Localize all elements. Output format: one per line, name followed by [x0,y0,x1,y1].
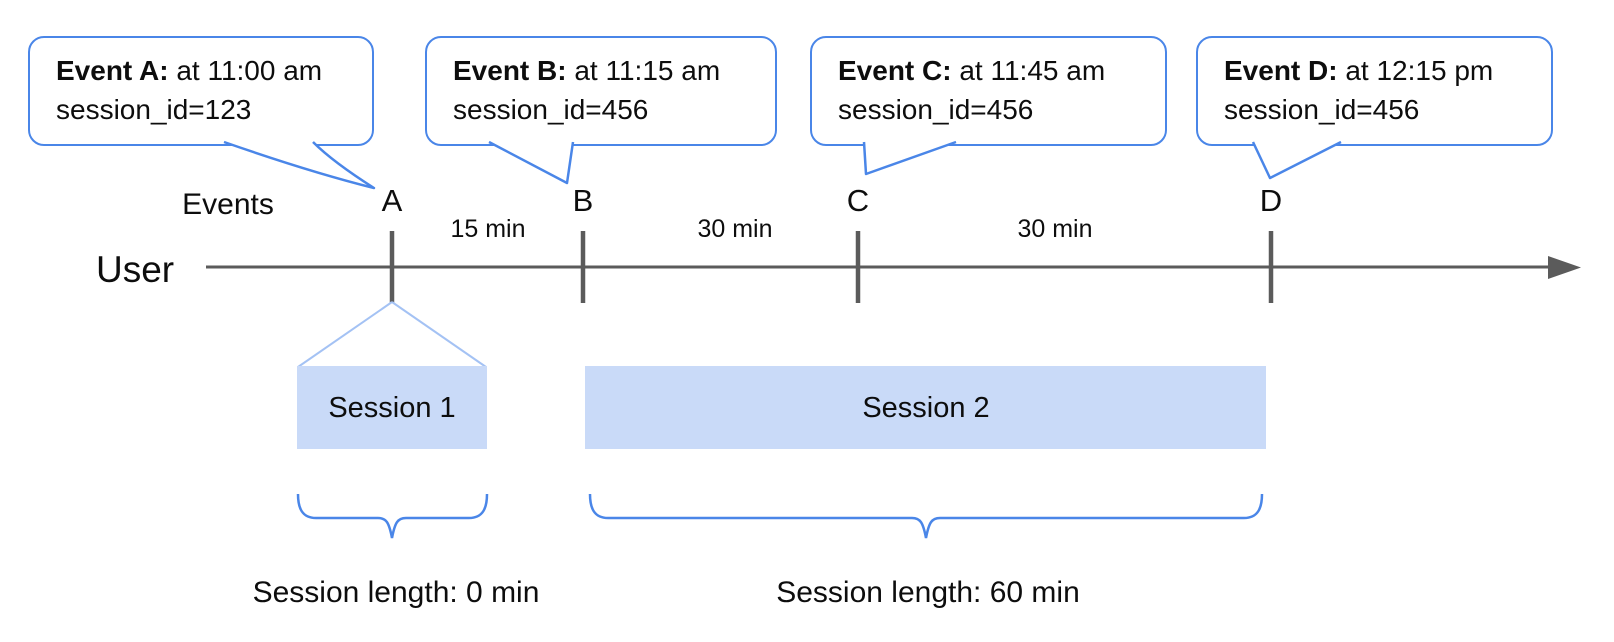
session2-length-brace [588,493,1264,539]
event-c-callout-session-id: session_id=456 [838,94,1034,125]
event-c-callout: Event C: at 11:45 am session_id=456 [810,36,1167,146]
event-a-letter: A [381,183,403,218]
session2-length-label: Session length: 60 min [776,576,1080,609]
session2-box-label: Session 2 [862,392,990,424]
event-a-callout: Event A: at 11:00 am session_id=123 [28,36,374,146]
event-d-letter: D [1259,183,1283,218]
event-c-callout-time: at 11:45 am [951,55,1106,86]
session1-funnel-left-line [297,301,393,368]
interval-a-b-label: 15 min [450,215,526,243]
event-c-letter: C [846,183,870,218]
event-a-callout-line1: Event A: at 11:00 am [56,51,362,90]
event-b-callout-line1: Event B: at 11:15 am [453,51,765,90]
event-d-callout: Event D: at 12:15 pm session_id=456 [1196,36,1553,146]
interval-b-c-label: 30 min [697,215,773,243]
interval-c-d-label: 30 min [1017,215,1093,243]
event-d-callout-line1: Event D: at 12:15 pm [1224,51,1541,90]
event-c-callout-title: Event C: [838,55,952,86]
event-b-letter: B [572,183,594,218]
session1-length-brace [296,493,489,539]
session1-funnel-right-line [391,301,487,368]
event-b-callout: Event B: at 11:15 am session_id=456 [425,36,777,146]
user-axis-label: User [96,249,175,290]
session1-box-label: Session 1 [328,392,456,424]
event-b-callout-title: Event B: [453,55,567,86]
event-b-callout-time: at 11:15 am [566,55,721,86]
event-d-callout-time: at 12:15 pm [1337,55,1494,86]
event-b-callout-session-id: session_id=456 [453,94,649,125]
session1-box [297,366,487,449]
timeline-arrowhead-icon [1548,256,1581,279]
event-a-callout-title: Event A: [56,55,169,86]
event-d-callout-session-id: session_id=456 [1224,94,1420,125]
events-axis-label: Events [182,188,274,221]
event-a-callout-time: at 11:00 am [168,55,323,86]
event-c-callout-line1: Event C: at 11:45 am [838,51,1155,90]
session1-length-label: Session length: 0 min [252,576,540,609]
session2-box [585,366,1266,449]
event-d-callout-title: Event D: [1224,55,1338,86]
event-a-callout-session-id: session_id=123 [56,94,252,125]
